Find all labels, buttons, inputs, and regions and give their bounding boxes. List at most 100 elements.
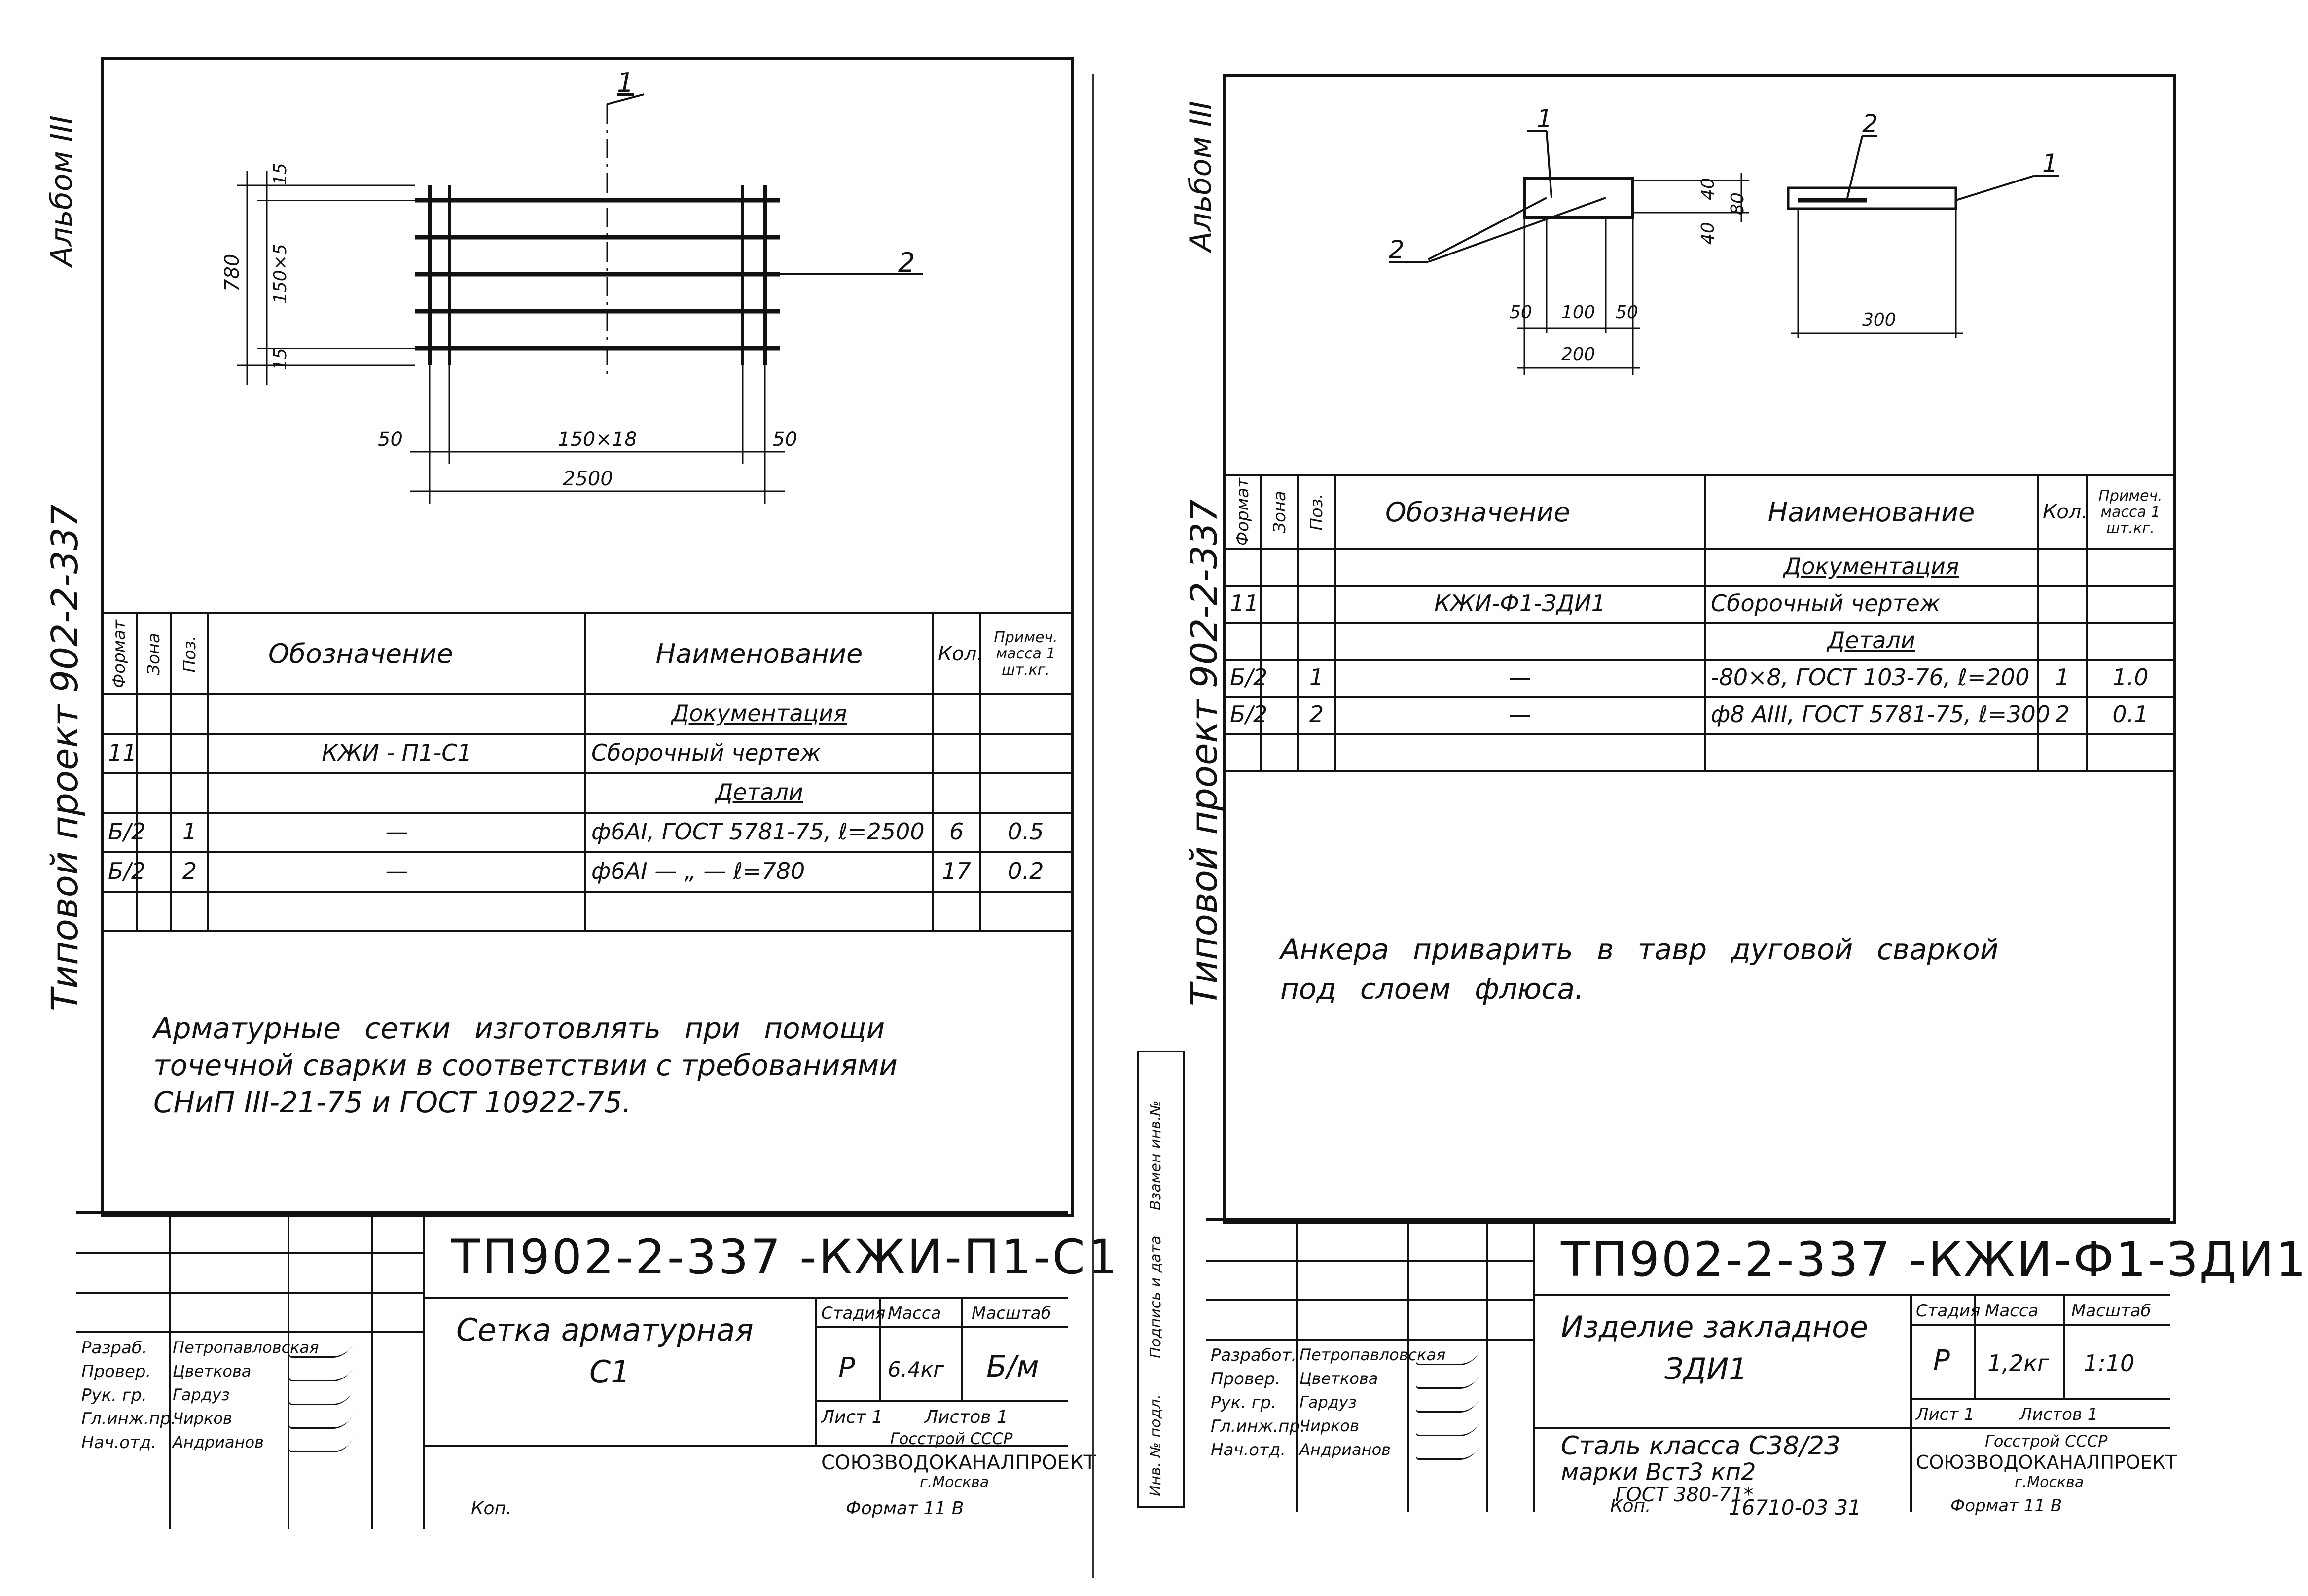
right-stamp-material-2: марки Вст3 кп2 (1561, 1458, 1756, 1486)
left-stamp-scale-h: Масштаб (972, 1304, 1051, 1323)
spec-cell-name: ф6АI — „ — ℓ=780 (584, 851, 932, 891)
left-hdr-qty: Кол. (932, 612, 983, 695)
left-sheet: 1 2 15 150×5 780 15 50 150×18 50 2500 Фо… (101, 57, 1074, 1217)
stamp-person-name: Андрианов (1299, 1440, 1391, 1459)
spec-cell-qty (932, 733, 979, 772)
right-d40b: 40 (1698, 222, 1718, 245)
spec-cell-zone (136, 772, 170, 812)
right-stamp-code: ТП902-2-337 -КЖИ-Ф1-ЗДИ1 (1561, 1232, 2308, 1287)
right-stamp-org3: г.Москва (2015, 1474, 2084, 1491)
spec-cell-format: Б/2 (1223, 659, 1267, 696)
right-inv-strip: Инв. № подл. Подпись и дата Взамен инв.№ (1137, 1051, 1185, 1508)
spec-row-edge (1071, 891, 1073, 930)
spec-cell-qty (2037, 585, 2086, 622)
left-side-album: Альбом III (44, 115, 79, 266)
spec-cell-pos: 2 (170, 851, 207, 891)
left-stamp-format: Формат 11 В (846, 1498, 964, 1519)
spec-cell-name: Сборочный чертеж (1704, 585, 2037, 622)
stamp-role: Рук. гр. (81, 1385, 147, 1405)
spec-row-edge (1071, 693, 1073, 733)
spec-row (101, 891, 1073, 932)
spec-row-edge (1071, 812, 1073, 851)
right-stamp-org1: Госстрой СССР (1985, 1432, 2108, 1451)
left-stamp-sheets: Листов 1 (925, 1407, 1008, 1427)
right-plate-drawing (1389, 130, 2059, 375)
left-note-line-1: Арматурные сетки изготовлять при помощи (153, 1012, 885, 1045)
spec-row-edge (2173, 696, 2175, 733)
spec-row-edge (2173, 622, 2175, 659)
spec-cell-pos (170, 772, 207, 812)
spec-cell-qty (2037, 733, 2086, 770)
left-stamp-org1: Госстрой СССР (890, 1429, 1013, 1448)
left-hdr-format: Формат (101, 612, 138, 695)
spec-cell-designation (1334, 548, 1704, 585)
spec-cell-note (979, 772, 1071, 812)
right-stamp-title-2: ЗДИ1 (1664, 1352, 1748, 1386)
spec-cell-name: ф8 АIII, ГОСТ 5781-75, ℓ=300 (1704, 696, 2050, 733)
right-d80: 80 (1728, 192, 1748, 215)
spec-cell-qty (2037, 622, 2086, 659)
spec-cell-zone (136, 891, 170, 930)
right-stamp-scale-h: Масштаб (2071, 1301, 2151, 1321)
spec-cell-designation (1334, 733, 1704, 770)
spec-cell-zone (1260, 733, 1297, 770)
right-hdr-zone: Зона (1260, 474, 1299, 550)
spec-cell-zone (1260, 696, 1297, 733)
stamp-role: Разраб. (81, 1338, 147, 1358)
left-stamp-scale: Б/м (986, 1349, 1039, 1384)
left-dim-2500: 2500 (563, 468, 613, 490)
spec-cell-zone (136, 733, 170, 772)
spec-cell-designation: КЖИ-Ф1-ЗДИ1 (1334, 585, 1704, 622)
spec-row-edge (2173, 585, 2175, 622)
spec-cell-qty: 2 (2037, 696, 2086, 733)
spec-cell-pos: 1 (170, 812, 207, 851)
right-stamp-material-1: Сталь класса С38/23 (1561, 1431, 1841, 1461)
stamp-person-name: Чирков (173, 1409, 232, 1428)
spec-cell-designation (207, 891, 584, 930)
spec-cell-name (584, 891, 932, 930)
left-dim-780: 780 (221, 254, 244, 291)
spec-cell-pos (1297, 733, 1334, 770)
right-stamp-mass-h: Масса (1985, 1301, 2039, 1321)
spec-row: Документация (1223, 548, 2175, 587)
spec-cell-name: Документация (584, 693, 932, 733)
spec-cell-name: Детали (584, 772, 932, 812)
spec-cell-qty (932, 693, 979, 733)
spec-row: Детали (1223, 622, 2175, 661)
right-stamp-kop: Коп. (1610, 1496, 1651, 1516)
right-sheet: 1 2 2 1 40 40 80 50 100 50 200 300 Форма… (1223, 74, 2176, 1224)
stamp-person-name: Чирков (1299, 1416, 1359, 1435)
spec-cell-pos (170, 693, 207, 733)
left-hdr-name: Наименование (584, 612, 934, 695)
right-pos2a: 2 (1389, 235, 1405, 264)
spec-cell-qty: 17 (932, 851, 979, 891)
spec-cell-note (2086, 622, 2173, 659)
left-stamp-stage: Р (838, 1352, 855, 1384)
spec-cell-designation (1334, 622, 1704, 659)
right-d200: 200 (1561, 344, 1595, 364)
right-note-line-1: Анкера приварить в тавр дуговой сваркой (1280, 933, 1999, 966)
left-dim-50-left: 50 (378, 428, 403, 451)
left-dim-50-right: 50 (772, 428, 797, 451)
right-inv-1: Инв. № подл. (1147, 1394, 1164, 1496)
spec-cell-format (1223, 622, 1260, 659)
spec-cell-format: 11 (1223, 585, 1260, 622)
spec-cell-qty: 6 (932, 812, 979, 851)
right-hdr-designation: Обозначение (1334, 474, 1706, 550)
left-stamp-code: ТП902-2-337 -КЖИ-П1-С1 (451, 1230, 1119, 1285)
spec-cell-note (979, 693, 1071, 733)
right-inv-3: Взамен инв.№ (1147, 1100, 1164, 1210)
left-dim-150x5: 150×5 (270, 244, 290, 304)
right-hdr-format: Формат (1223, 474, 1262, 550)
spec-cell-format: Б/2 (1223, 696, 1267, 733)
spec-cell-name: Детали (1704, 622, 2037, 659)
left-note-line-2: точечной сварки в соответствии с требова… (153, 1049, 898, 1082)
right-stamp-org2: СОЮЗВОДОКАНАЛПРОЕКТ (1916, 1451, 2177, 1473)
spec-row-edge (1071, 772, 1073, 812)
spec-cell-pos (170, 733, 207, 772)
right-stamp-scale: 1:10 (2084, 1350, 2135, 1377)
